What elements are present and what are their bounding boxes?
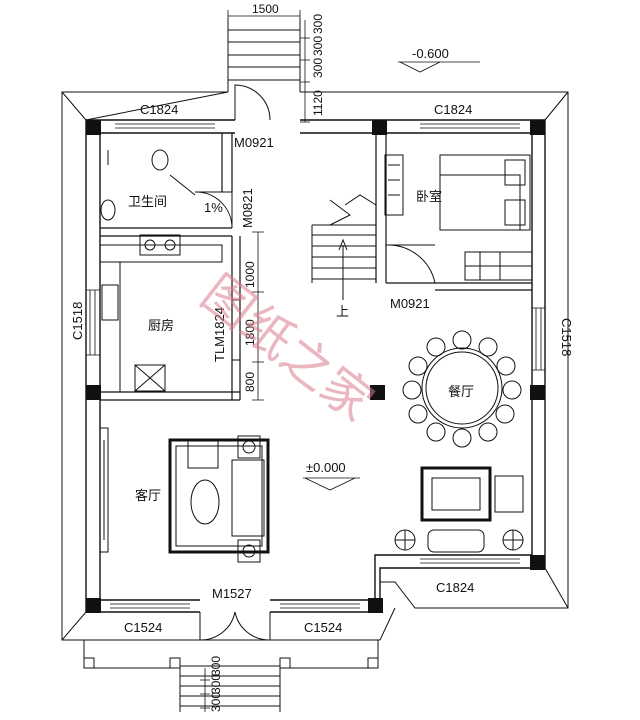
interior-stair (311, 194, 377, 300)
label-win-top-right: C1824 (434, 102, 472, 117)
bathroom-fixtures (100, 149, 196, 221)
stair-up-label: 上 (336, 305, 349, 320)
columns (86, 120, 545, 613)
room-dining: 餐厅 (448, 384, 474, 400)
room-kitchen: 厨房 (148, 318, 174, 334)
label-win-left: C1518 (70, 302, 85, 340)
bedroom-furniture (384, 154, 533, 281)
dim-left-800: 800 (243, 372, 257, 392)
label-win-bottom-right: C1824 (436, 580, 474, 595)
label-door-bathroom: M0821 (240, 188, 255, 228)
dimension-lines (200, 10, 480, 712)
label-win-bottom-left: C1524 (124, 620, 162, 635)
room-living: 客厅 (135, 488, 161, 504)
dim-top-1120: 1120 (311, 90, 325, 116)
kitchen-counter (100, 234, 223, 392)
level-indoor: ±0.000 (306, 460, 346, 475)
dim-left-1000: 1000 (243, 261, 257, 288)
dim-bottom-300b: 300 (209, 674, 223, 694)
dim-bottom-300c: 300 (209, 692, 223, 712)
windows (85, 119, 546, 613)
label-door-bedroom: M0921 (390, 296, 430, 311)
label-kitchen-door: TLM1824 (212, 307, 227, 362)
interior-walls (100, 133, 532, 401)
label-win-right: C1518 (559, 318, 574, 356)
room-bathroom: 卫生间 (128, 195, 167, 210)
slope-label: 1% (204, 200, 223, 215)
dim-left-1800: 1800 (243, 319, 257, 346)
dim-bottom-300a: 300 (209, 656, 223, 676)
level-outdoor: -0.600 (412, 46, 449, 61)
label-win-top-left: C1824 (140, 102, 178, 117)
entry-steps-top (227, 18, 301, 92)
dining-table (402, 330, 522, 448)
room-bedroom: 卧室 (416, 189, 442, 205)
label-door-main: M1527 (212, 586, 252, 601)
dim-top-300b: 300 (311, 36, 325, 56)
label-win-bottom-mid: C1524 (304, 620, 342, 635)
living-furniture (99, 427, 524, 563)
label-door-entry: M0921 (234, 135, 274, 150)
entry-steps-bottom (83, 639, 380, 712)
dim-stair-width: 1500 (252, 2, 279, 16)
dim-top-300c: 300 (311, 58, 325, 78)
dim-top-300a: 300 (311, 14, 325, 34)
